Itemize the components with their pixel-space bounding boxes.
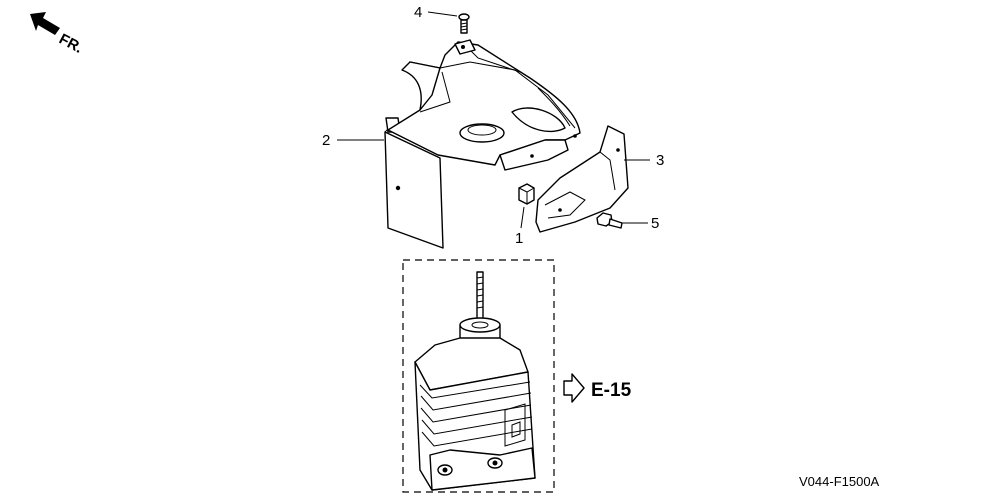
callout-1: 1 bbox=[515, 230, 523, 247]
reference-link-e15[interactable]: E-15 bbox=[591, 380, 632, 401]
diagram-code: V044-F1500A bbox=[799, 474, 880, 489]
cylinder-block-part bbox=[414, 271, 536, 491]
leader-line-4 bbox=[427, 11, 458, 17]
grommet-part bbox=[518, 183, 535, 205]
front-direction-arrow-icon bbox=[30, 12, 60, 35]
side-bracket-part bbox=[535, 125, 629, 233]
shroud-cover-part bbox=[384, 39, 581, 249]
leader-line-1 bbox=[520, 206, 525, 229]
callout-3: 3 bbox=[656, 152, 664, 169]
reference-group-box bbox=[402, 259, 555, 493]
callout-4: 4 bbox=[414, 4, 422, 21]
front-direction-label: FR. bbox=[56, 31, 85, 57]
flange-bolt-part bbox=[596, 212, 623, 229]
screw-part bbox=[458, 13, 470, 34]
callout-2: 2 bbox=[322, 132, 330, 149]
callout-5: 5 bbox=[651, 215, 659, 232]
see-reference-arrow-icon bbox=[563, 373, 585, 403]
